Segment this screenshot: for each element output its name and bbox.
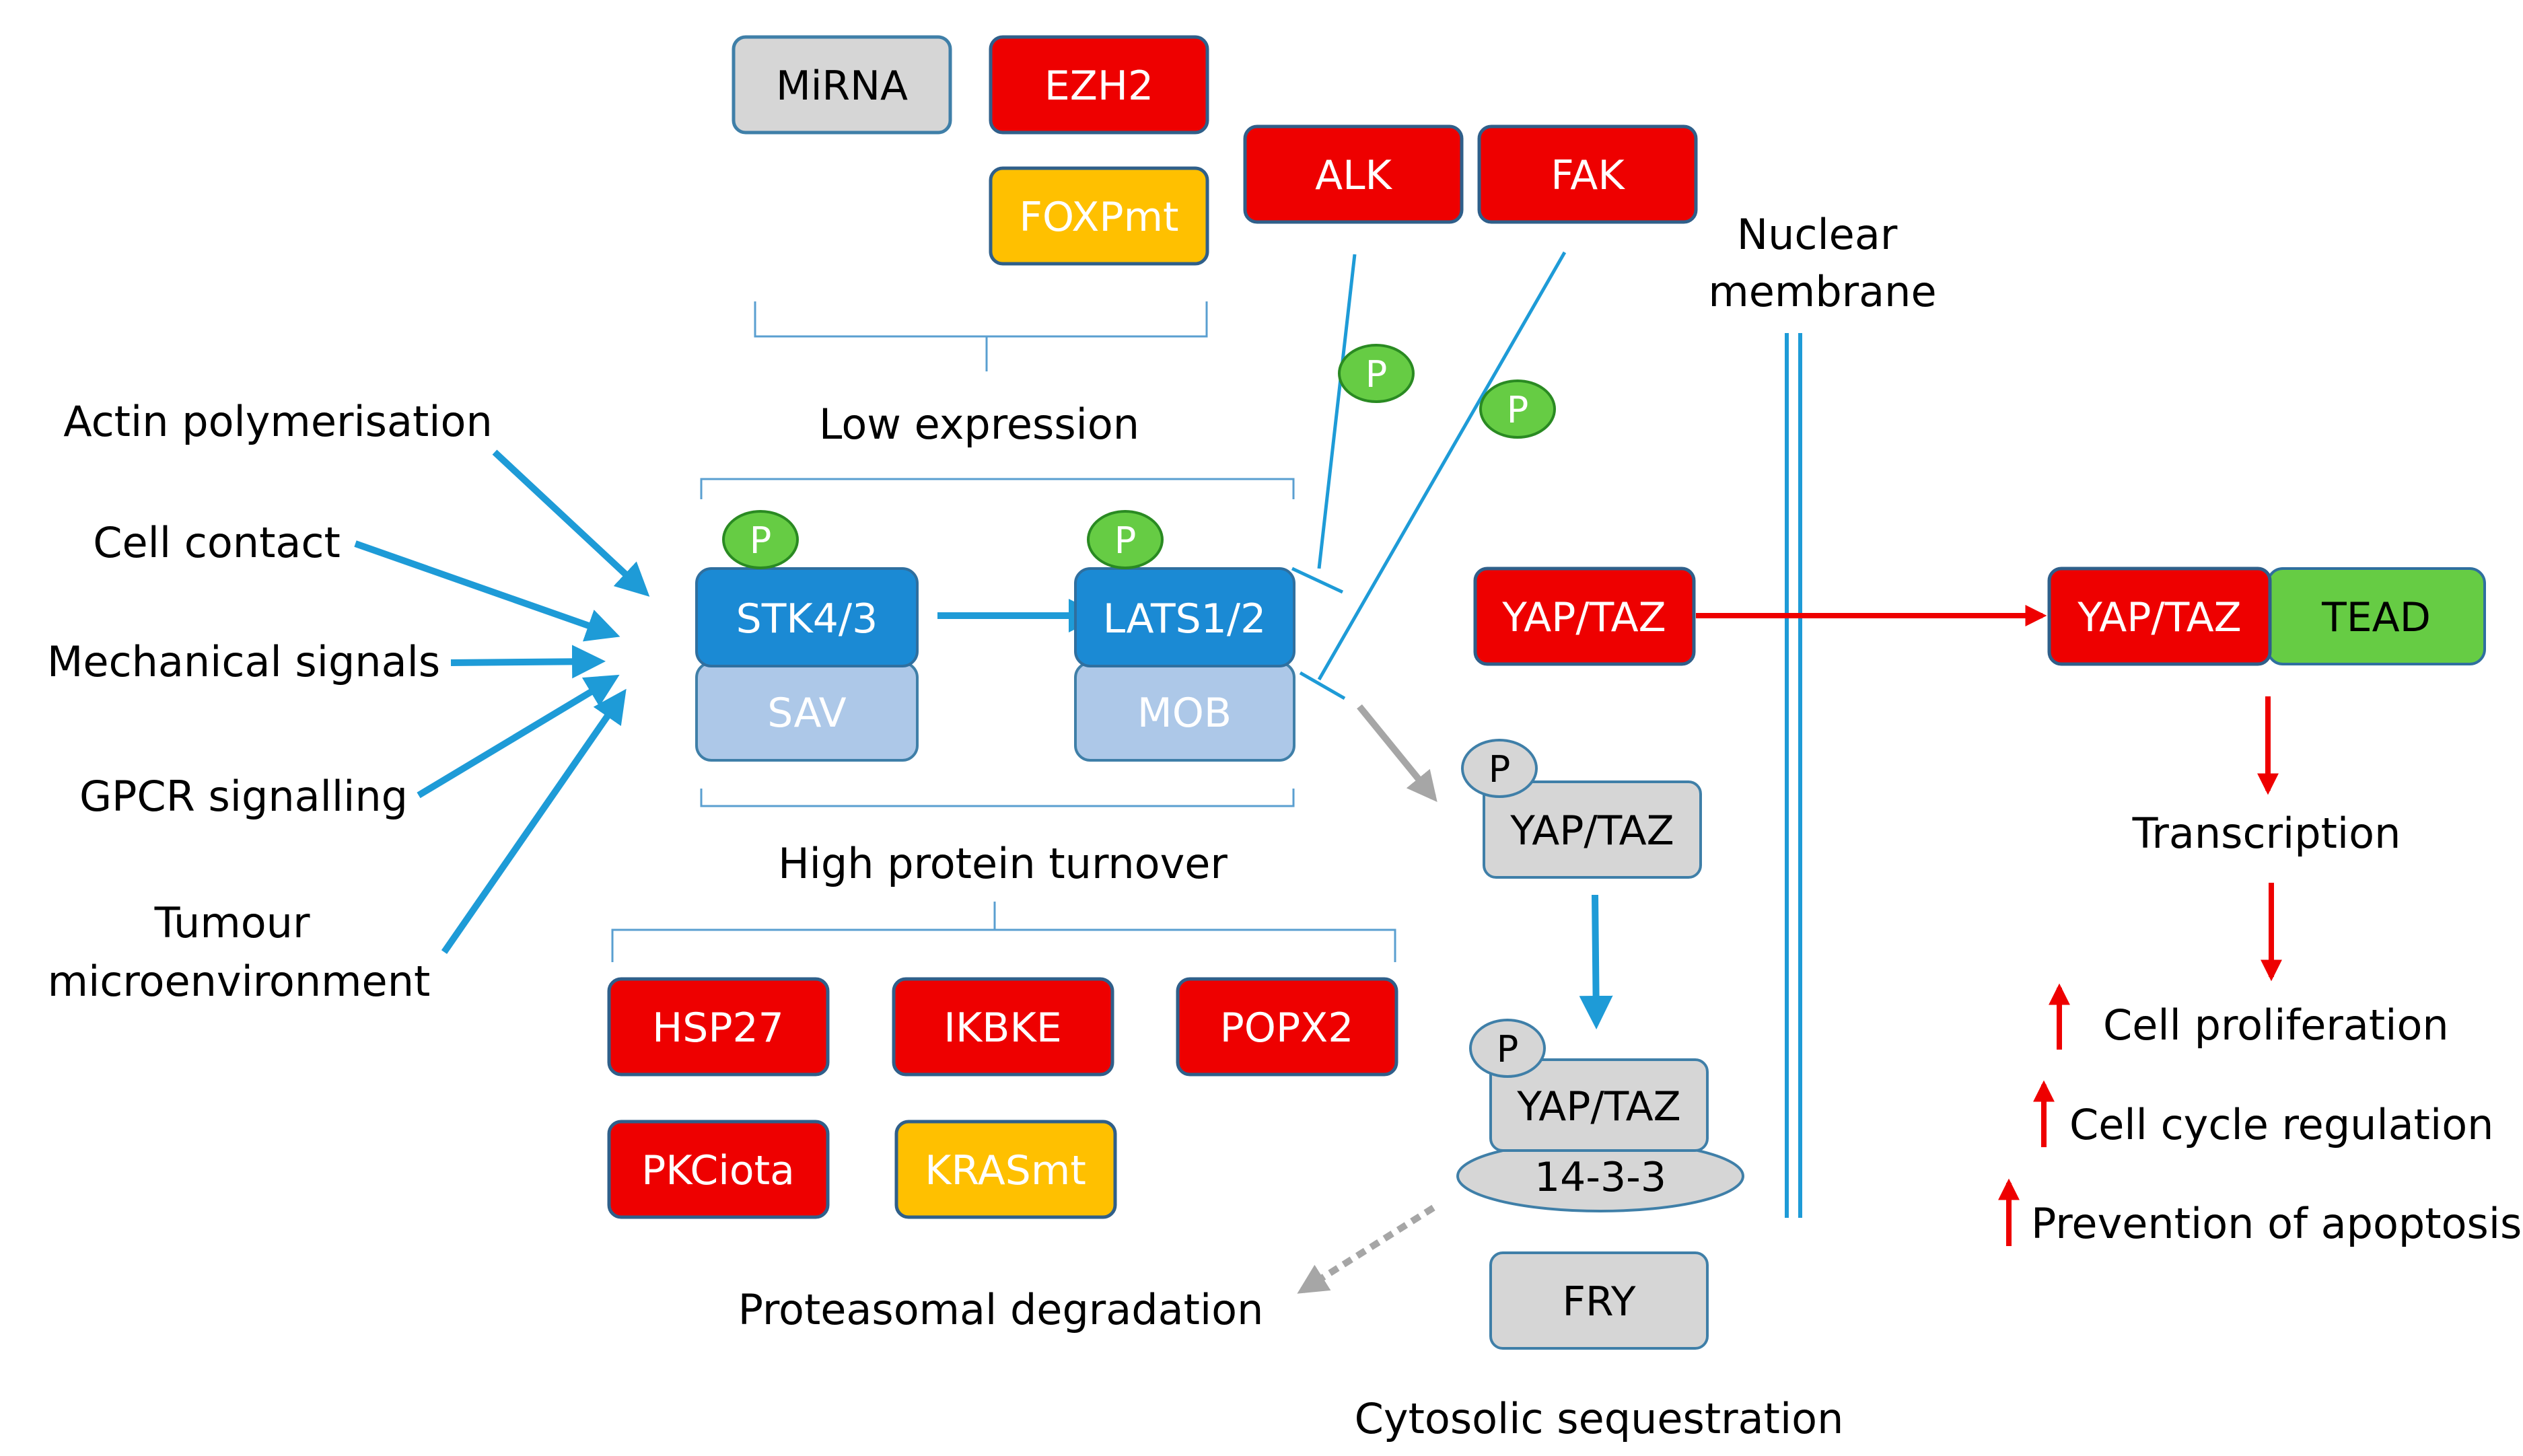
core-module: SAV STK4/3 P MOB LATS1/2 P <box>695 478 1295 807</box>
cytoplasm-group: YAP/TAZ P 14-3-3 YAP/TAZ P Proteasomal d… <box>738 567 1844 1443</box>
mob-label: MOB <box>1137 690 1232 737</box>
input-cell-contact: Cell contact <box>93 518 341 567</box>
yaptaz-p-label-2: P <box>1497 1028 1519 1070</box>
tumour-arrow <box>441 688 627 954</box>
core-bottom-bracket <box>700 789 1295 807</box>
cytosolic-label: Cytosolic sequestration <box>1355 1394 1844 1443</box>
alk-label: ALK <box>1315 152 1392 199</box>
fak-inhibition-line <box>1317 251 1567 681</box>
krasmt-label: KRASmt <box>925 1147 1086 1194</box>
fak-phospho-label: P <box>1507 389 1529 431</box>
hsp27-box <box>607 977 830 1077</box>
foxpmt-box <box>989 166 1209 266</box>
yaptaz-active-box <box>1473 567 1696 666</box>
nucleus-group: TEAD YAP/TAZ Transcription Cell prolifer… <box>1696 567 2522 1248</box>
nuclear-membrane: Nuclear membrane <box>1708 210 1937 1218</box>
sav-label: SAV <box>767 690 846 737</box>
alk-inhibition-bar <box>1291 567 1344 594</box>
foxpmt-label: FOXPmt <box>1019 194 1178 241</box>
kinase-group: ALK FAK P P <box>1243 124 1698 700</box>
ezh2-label: EZH2 <box>1044 63 1153 110</box>
stk-label: STK4/3 <box>736 595 878 643</box>
yaptaz-phospho-box <box>1483 780 1702 879</box>
degradation-arrow <box>1297 1204 1435 1294</box>
fry-label: FRY <box>1562 1278 1635 1325</box>
popx2-box <box>1176 977 1398 1077</box>
alk-inhibition-line <box>1317 254 1357 569</box>
stk-box <box>695 567 919 667</box>
membrane-label-2: membrane <box>1708 267 1936 316</box>
low-expression-brace <box>754 301 1208 371</box>
input-tumour-1: Tumour <box>154 898 310 947</box>
mirna-box <box>732 35 952 135</box>
input-mechanical: Mechanical signals <box>47 637 440 686</box>
yaptaz-nuclear-label: YAP/TAZ <box>2077 594 2242 641</box>
lats-label: LATS1/2 <box>1103 595 1267 643</box>
yaptaz-p-badge-2 <box>1469 1019 1546 1078</box>
lats-box <box>1074 567 1295 667</box>
input-labels: Actin polymerisation Cell contact Mechan… <box>47 397 493 1006</box>
turnover-group: High protein turnover HSP27 IKBKE POPX2 … <box>607 839 1398 1219</box>
input-actin: Actin polymerisation <box>63 397 492 446</box>
input-arrows <box>354 449 650 954</box>
fak-label: FAK <box>1551 152 1625 199</box>
lats-to-yaptaz-arrow <box>1357 704 1437 802</box>
transcription-label: Transcription <box>2132 809 2401 858</box>
popx2-label: POPX2 <box>1220 1005 1354 1052</box>
low-expression-label: Low expression <box>819 400 1139 449</box>
turnover-brace <box>611 902 1396 962</box>
krasmt-box <box>894 1120 1117 1219</box>
yaptaz-p-label-1: P <box>1489 748 1511 791</box>
outcome1-label: Cell proliferation <box>2103 1000 2449 1050</box>
alk-phospho-label: P <box>1365 353 1388 396</box>
fak-box <box>1477 124 1698 224</box>
lats-phospho-label: P <box>1114 519 1137 562</box>
alk-phospho-badge <box>1338 344 1415 403</box>
proteasomal-label: Proteasomal degradation <box>738 1285 1264 1334</box>
yaptaz-to-1433-arrow <box>1579 894 1613 1029</box>
ezh2-box <box>989 35 1209 135</box>
protein-1433-label: 14-3-3 <box>1534 1154 1666 1201</box>
ikbke-label: IKBKE <box>944 1005 1061 1052</box>
yaptaz-nuclear-box <box>2047 567 2272 666</box>
yaptaz-p-badge-1 <box>1461 739 1538 798</box>
cell-contact-arrow <box>354 540 620 642</box>
actin-arrow <box>492 449 650 597</box>
yaptaz-active-label: YAP/TAZ <box>1501 594 1666 641</box>
stk-phospho-label: P <box>750 519 772 562</box>
alk-box <box>1243 124 1464 224</box>
lats-phospho-badge <box>1087 510 1164 569</box>
yaptaz-bound-label: YAP/TAZ <box>1516 1083 1681 1130</box>
outcome3-label: Prevention of apoptosis <box>2031 1199 2522 1248</box>
yaptaz-phospho-label: YAP/TAZ <box>1509 807 1674 854</box>
turnover-label: High protein turnover <box>778 839 1228 888</box>
pkciota-box <box>607 1120 830 1219</box>
mirna-label: MiRNA <box>776 63 908 110</box>
ikbke-box <box>892 977 1114 1077</box>
fak-phospho-badge <box>1479 379 1556 439</box>
pkciota-label: PKCiota <box>641 1147 795 1194</box>
fry-box <box>1489 1251 1709 1350</box>
stk-phospho-badge <box>722 510 799 569</box>
low-expression-group: MiRNA EZH2 FOXPmt Low expression <box>732 35 1209 449</box>
core-top-bracket <box>700 478 1295 499</box>
mechanical-arrow <box>450 645 606 679</box>
membrane-label-1: Nuclear <box>1737 210 1898 259</box>
yaptaz-bound-box <box>1489 1058 1709 1152</box>
tead-label: TEAD <box>2321 594 2431 641</box>
fak-inhibition-bar <box>1299 671 1346 700</box>
input-gpcr: GPCR signalling <box>79 772 408 821</box>
hsp27-label: HSP27 <box>652 1005 784 1052</box>
gpcr-arrow <box>417 674 620 799</box>
outcome2-label: Cell cycle regulation <box>2069 1100 2493 1149</box>
input-tumour-2: microenvironment <box>48 957 431 1006</box>
